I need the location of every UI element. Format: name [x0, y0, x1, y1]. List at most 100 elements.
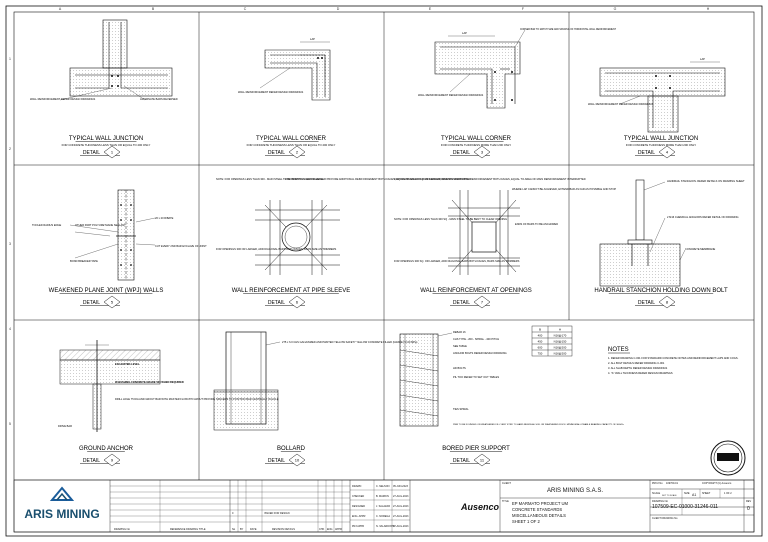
detail-3-number: 3	[481, 150, 484, 155]
pier-table-cell: 600	[538, 346, 543, 350]
tb-col-appr: APPR	[335, 528, 342, 531]
detail-10-number: 10	[295, 458, 300, 463]
detail-9-number: 9	[111, 458, 114, 463]
tb-eng-appr-by: C. NOREGA	[376, 515, 390, 518]
tb-checked-label: CHECKED	[352, 495, 364, 498]
detail-11-number: 11	[480, 458, 485, 463]
tb-col-by: BY	[240, 528, 244, 531]
detail-2-drawing: LAP WALL REINFORCEMENT REFER DESIGN DRAW…	[238, 37, 331, 101]
detail-11-note-6: PIL TOO REFER TO SET OUT TABLES	[453, 375, 499, 379]
grid-row-4: 4	[9, 327, 11, 331]
detail-9-note-1: EXCAVATED LEVEL	[115, 362, 140, 366]
detail-9-note-2: ID BUSHING CONCRETE GRADE 500 WHEN REQUI…	[115, 380, 184, 384]
detail-10-drawing: 275 x 6.0 CHS GALVANIZED AND PAINTED YEL…	[213, 331, 417, 431]
detail-11-title-block: BORED PIER SUPPORT DETAIL 11	[442, 446, 510, 467]
detail-7-drawing: FOR OPENINGS 300 SQ. OR LARGER, PROVIDE …	[394, 177, 616, 275]
detail-1-label: DETAIL	[83, 150, 100, 156]
detail-5-bubble	[103, 295, 121, 309]
tb-scale: NOT TO SCALE	[662, 494, 677, 497]
detail-2-title: TYPICAL WALL CORNER	[256, 136, 327, 142]
detail-5-note-1: TOOLED RADIUS EDGE	[32, 223, 61, 227]
detail-6-note-2: FOR OPENINGS 300 OR LARGER PROVIDE ADDIT…	[285, 177, 471, 181]
tb-prj-appr-date: 27-AUG-2023	[393, 525, 409, 528]
tb-client-label: CLIENT	[502, 482, 511, 485]
pier-table-cell: N16@200	[554, 346, 567, 350]
detail-11-note-2: CHS TYPE - 200 - SPIRAL - 400 PITCH	[453, 337, 499, 341]
grid-col-f: F	[522, 7, 524, 11]
detail-8-drawing: HANDRAIL STANCHION. REFER DETAILS ON DRA…	[599, 179, 745, 287]
detail-11-label: DETAIL	[453, 458, 470, 464]
grid-row-5: 5	[9, 422, 11, 426]
detail-2-bubble	[288, 145, 306, 159]
aris-logo-text: ARIS MINING	[24, 507, 99, 521]
detail-2-note-1: WALL REINFORCEMENT REFER DESIGN DRAWINGS	[238, 90, 304, 94]
detail-1-drawing: WALL REINFORCEMENT REFER DESIGN DRAWINGS…	[30, 19, 178, 101]
detail-7-label: DETAIL	[453, 300, 470, 306]
pier-table-header-h: H	[559, 328, 561, 332]
detail-4-lap: LAP	[700, 57, 705, 61]
tb-checked-by: B. MARKIN	[376, 495, 389, 498]
detail-5-number: 5	[111, 300, 114, 305]
tb-rev: 0	[747, 506, 750, 512]
detail-4-bubble	[658, 145, 676, 159]
grid-col-e: E	[429, 7, 432, 11]
notes-block: NOTES 1. REFER DRAWING C-001 FOR STANDAR…	[608, 347, 739, 375]
detail-4-number: 4	[666, 150, 669, 155]
tb-col-chk: CHK	[319, 528, 325, 531]
grid-row-2: 2	[9, 147, 11, 151]
tb-col-no: No	[232, 528, 236, 531]
detail-6-bubble	[288, 295, 306, 309]
tb-drawing-no: 107509-EC-01000-31246-011	[652, 504, 718, 510]
detail-5-title: WEAKENED PLANE JOINT (WPJ) WALLS	[49, 288, 164, 294]
detail-4-label: DETAIL	[638, 150, 655, 156]
detail-3-subtitle: FOR CONCRETE THICKNESS MORE THAN 200 ONL…	[441, 143, 511, 147]
detail-1-bubble	[103, 145, 121, 159]
detail-9-drawing: EXCAVATED LEVEL ID BUSHING CONCRETE GRAD…	[58, 340, 279, 432]
detail-7-note-3: NOTE: FOR OPENINGS LESS THAN 300 SQ - MA…	[394, 217, 507, 221]
pier-table-cell: N16@150	[554, 340, 567, 344]
tb-client-drawing-label: CLIENT DRAWING No	[652, 517, 678, 520]
detail-7-number: 7	[481, 300, 484, 305]
tb-col-date: DATE	[250, 528, 257, 531]
tb-designed-label: DESIGNED	[352, 505, 365, 508]
sheet-outer-border	[5, 5, 763, 537]
detail-3-label: DETAIL	[453, 150, 470, 156]
tb-title-line-3: MISCELLANEOUS DETAILS	[512, 513, 566, 518]
detail-6-drawing: NOTE: FOR OPENINGS LESS THAN 300 - MAIN …	[216, 177, 471, 275]
detail-6-note-1: NOTE: FOR OPENINGS LESS THAN 300 - MAIN …	[216, 177, 323, 181]
detail-3-bubble	[473, 145, 491, 159]
detail-8-note-3: CONCRETE MEMBRANE	[685, 247, 716, 251]
detail-11-note-1: REBAR 16	[453, 330, 466, 334]
tb-eng-appr-label: ENG. APPR	[352, 515, 366, 518]
detail-8-title-block: HANDRAIL STANCHION HOLDING DOWN BOLTDETA…	[594, 288, 728, 309]
detail-9-bubble	[103, 453, 121, 467]
tb-designed-date: 27-AUG-2023	[393, 505, 409, 508]
tb-sheet-label: SHEET	[702, 492, 711, 495]
tb-rev-label: REV	[746, 500, 751, 503]
tb-title-label: TITLE	[502, 500, 509, 503]
pier-table-cell: N16@170	[554, 334, 567, 338]
pier-table-text: B H 400 N16@170 450 N16@150 600 N16@200 …	[538, 328, 567, 356]
detail-5-note-5: 20 x 20 RIBATE	[155, 216, 174, 220]
detail-11-note-3: SEE TABLE	[453, 344, 467, 348]
aris-mining-logo: ARIS MINING	[24, 486, 100, 521]
detail-6-label: DETAIL	[268, 300, 285, 306]
detail-1-note-1: WALL REINFORCEMENT REFER DESIGN DRAWINGS	[30, 97, 96, 101]
tb-drawing-no-label: DRAWING No	[652, 500, 668, 503]
detail-10-bubble	[288, 453, 306, 467]
detail-1-title: TYPICAL WALL JUNCTION	[69, 136, 143, 142]
detail-1-subtitle: FOR CONCRETE THICKNESS LESS THAN OR EQUA…	[62, 143, 151, 147]
title-block-text: DRAWING No REFERENCE DRAWING TITLE No BY…	[114, 482, 751, 531]
detail-7-note-1: FOR OPENINGS 300 SQ. OR LARGER, PROVIDE …	[394, 177, 586, 181]
grid-col-labels: A B C D E F G H	[59, 7, 710, 11]
detail-11-note-5: HD BOLTS	[453, 366, 466, 370]
detail-11-title: BORED PIER SUPPORT	[442, 446, 510, 452]
ausenco-logo: Ausenco	[460, 502, 500, 512]
tb-scale-label: SCALE	[652, 492, 661, 495]
detail-11-bubble	[473, 453, 491, 467]
